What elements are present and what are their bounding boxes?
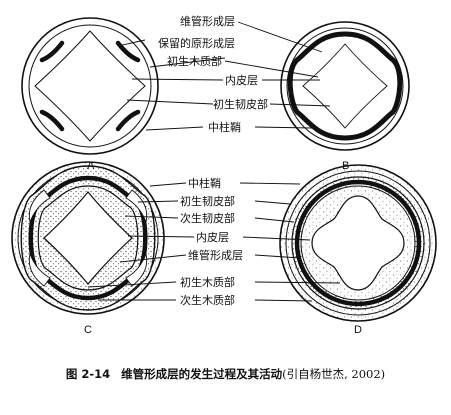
label-pericycle: 中柱鞘 xyxy=(208,121,241,134)
label-pericycle-bottom: 中柱鞘 xyxy=(188,177,221,190)
panel-label-d: D xyxy=(354,324,362,336)
a-cambium-strand xyxy=(115,109,141,132)
label-primary-xylem: 初生木质部 xyxy=(167,55,222,68)
leader-lines-top xyxy=(117,21,331,131)
diagram-c xyxy=(11,161,165,315)
diagram-d xyxy=(279,164,437,322)
label-vascular-cambium: 维管形成层 xyxy=(180,15,235,28)
c-xylem-star xyxy=(43,191,133,285)
panel-label-a: A xyxy=(87,160,95,172)
figure-caption: 图 2-14 维管形成层的发生过程及其活动(引自杨世杰, 2002) xyxy=(0,366,451,382)
figure-source: (引自杨世杰, 2002) xyxy=(282,367,386,381)
label-secondary-phloem: 次生韧皮部 xyxy=(180,212,235,225)
figure-title: 维管形成层的发生过程及其活动 xyxy=(121,367,283,381)
b-xylem-star xyxy=(302,43,388,129)
c-secondary-xylem-ring xyxy=(37,185,139,291)
leader-lines-bottom xyxy=(87,182,341,302)
label-primary-phloem-bottom: 初生韧皮部 xyxy=(180,195,235,208)
c-primary-phloem-lens xyxy=(28,189,51,224)
diagram-b xyxy=(280,21,410,151)
label-vascular-cambium-bottom: 维管形成层 xyxy=(188,249,243,262)
a-xylem-star xyxy=(34,30,146,142)
label-primary-xylem-bottom: 初生木质部 xyxy=(180,276,235,289)
label-primary-phloem: 初生韧皮部 xyxy=(213,98,268,111)
a-outer-circle xyxy=(21,17,159,155)
d-primary-xylem-star xyxy=(311,195,405,291)
b-pericycle-circle xyxy=(286,27,404,145)
b-outer-circle xyxy=(280,21,410,151)
b-cambium-ring xyxy=(287,31,403,141)
label-endodermis: 内皮层 xyxy=(225,74,258,87)
panel-label-c: C xyxy=(84,324,92,336)
c-primary-phloem-lens xyxy=(125,252,148,287)
a-pericycle-circle xyxy=(28,24,152,148)
a-cambium-strand xyxy=(39,109,65,132)
label-endodermis-bottom: 内皮层 xyxy=(196,231,229,244)
c-primary-phloem-lens xyxy=(125,189,148,224)
label-retained-procambium: 保留的原形成层 xyxy=(158,37,235,50)
figure-diagram xyxy=(11,17,437,322)
d-pericycle-circle xyxy=(285,170,431,316)
panel-label-b: B xyxy=(342,160,350,172)
a-cambium-strand xyxy=(39,40,65,63)
figure-number: 图 2-14 xyxy=(65,367,111,381)
diagram-a xyxy=(21,17,159,155)
label-secondary-xylem: 次生木质部 xyxy=(180,294,235,307)
d-cambium-ring xyxy=(294,179,422,307)
a-cambium-strand xyxy=(115,40,141,63)
c-primary-phloem-lens xyxy=(28,252,51,287)
